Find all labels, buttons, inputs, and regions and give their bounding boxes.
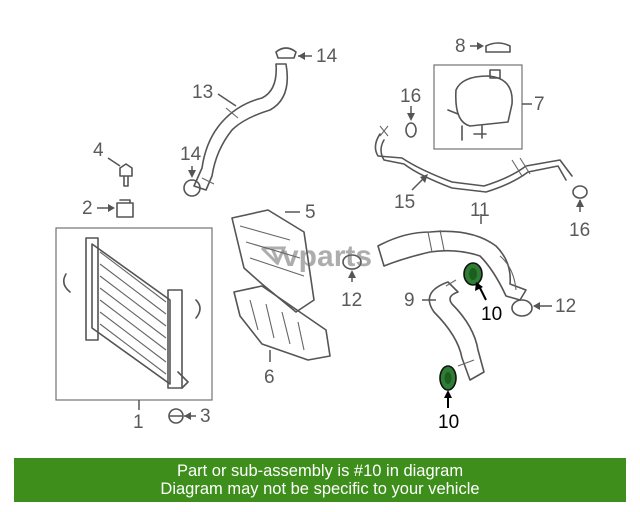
- parts-diagram: 1 2 3 4 5 6 7 8: [55, 36, 590, 433]
- arrow-12-left: [348, 270, 356, 278]
- radiator-drawing: [55, 227, 213, 401]
- arrow-15: [420, 174, 428, 183]
- callout-8: 8: [455, 36, 466, 57]
- callout-10-upper: 10: [481, 304, 502, 325]
- leader-13: [217, 93, 237, 107]
- arrow-14-top: [298, 52, 305, 60]
- seal-ring-upper-drawing: [463, 262, 483, 286]
- o-ring-right-drawing: [511, 299, 533, 317]
- callout-6: 6: [264, 367, 275, 388]
- callout-11: 11: [470, 200, 490, 221]
- callout-16-top: 16: [400, 86, 421, 107]
- watermark-brand: vparts: [282, 240, 372, 273]
- callout-13: 13: [192, 82, 213, 103]
- arrow-12-right: [533, 302, 540, 310]
- lower-air-guide-drawing: [233, 285, 331, 361]
- callout-12-right: 12: [555, 296, 576, 317]
- arrow-3: [184, 412, 191, 420]
- watermark: vparts: [260, 240, 372, 273]
- air-duct-drawing: [231, 209, 315, 313]
- bracket-drawing: [116, 199, 134, 218]
- leader-4: [107, 157, 121, 167]
- clamp-top-drawing: [275, 47, 297, 59]
- seal-ring-lower-drawing: [439, 365, 457, 391]
- callout-10-lower: 10: [438, 412, 459, 433]
- callout-1: 1: [133, 412, 144, 433]
- callout-9: 9: [404, 290, 415, 311]
- arrow-16-right: [576, 199, 584, 207]
- arrow-2: [108, 204, 115, 212]
- callout-5: 5: [305, 202, 316, 223]
- seal-right-drawing: [572, 185, 588, 199]
- callout-7: 7: [534, 94, 545, 115]
- intake-hose-drawing: [377, 229, 527, 301]
- info-banner: Part or sub-assembly is #10 in diagram D…: [14, 458, 626, 502]
- clip-drawing: [119, 163, 133, 187]
- arrow-8: [477, 42, 484, 50]
- arrow-10-upper: [475, 282, 483, 291]
- clamp-left-drawing: [183, 179, 201, 197]
- arrow-14-left: [188, 170, 196, 178]
- callout-2: 2: [82, 198, 93, 219]
- callout-15: 15: [394, 192, 415, 213]
- callout-14-left: 14: [180, 144, 202, 165]
- coolant-reservoir-drawing: [447, 69, 513, 141]
- callout-14-top: 14: [316, 46, 338, 67]
- seal-top-drawing: [405, 122, 417, 138]
- callout-3: 3: [200, 406, 211, 427]
- arrow-16-top: [407, 113, 415, 121]
- reservoir-box: [433, 64, 523, 150]
- upper-hose-drawing: [193, 63, 289, 191]
- o-ring-left-drawing: [342, 254, 362, 270]
- banner-line-1: Part or sub-assembly is #10 in diagram: [176, 462, 464, 480]
- callout-16-right: 16: [569, 220, 590, 241]
- watermark-logo-icon: [260, 246, 287, 266]
- coolant-line-drawing: [374, 125, 573, 193]
- banner-line-2: Diagram may not be specific to your vehi…: [160, 480, 480, 498]
- reservoir-cap-drawing: [485, 42, 511, 53]
- drain-plug-drawing: [168, 408, 184, 424]
- callout-4: 4: [93, 140, 104, 161]
- arrow-10-lower: [444, 390, 452, 398]
- lower-hose-drawing: [428, 279, 485, 381]
- callout-12-left: 12: [341, 290, 362, 311]
